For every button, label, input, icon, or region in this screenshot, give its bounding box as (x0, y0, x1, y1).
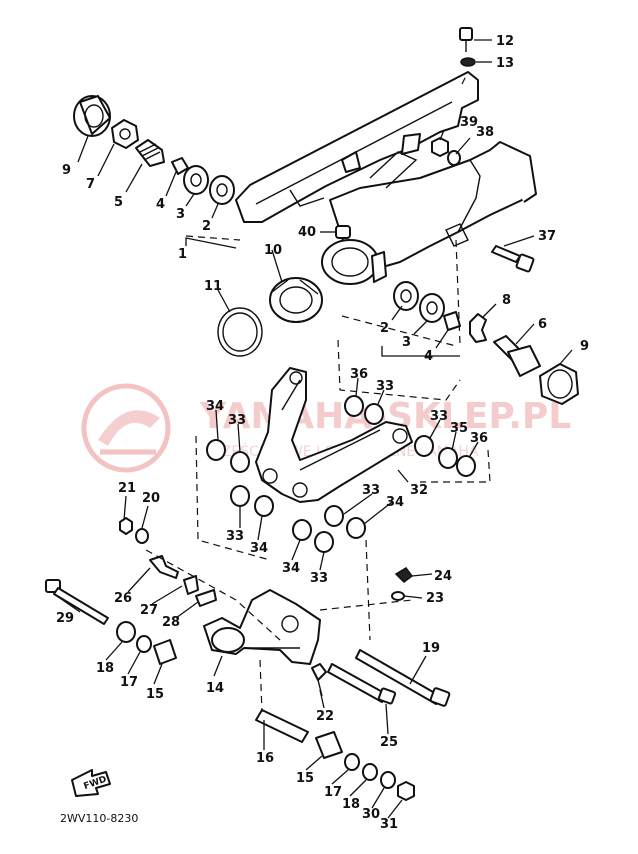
callout-33-low: 33 (310, 571, 328, 586)
shaft-16-stack (255, 709, 415, 801)
callout-37: 37 (538, 229, 556, 244)
small-fasteners (119, 517, 414, 607)
callout-18-right: 18 (342, 797, 360, 812)
callout-labels: 12 13 9 7 5 4 3 2 1 39 38 40 37 10 11 8 … (56, 34, 589, 832)
callout-36-right: 36 (470, 431, 488, 446)
callout-23: 23 (426, 591, 444, 606)
bolts-19-25 (327, 649, 451, 707)
callout-33-mid: 33 (362, 483, 380, 498)
callout-20: 20 (142, 491, 160, 506)
callout-39: 39 (460, 115, 478, 130)
callout-4-left: 4 (156, 197, 165, 212)
callout-34-mid: 34 (386, 495, 404, 510)
seal-10 (269, 277, 323, 323)
callout-33-lowleft: 33 (226, 529, 244, 544)
pivot-stack-right (393, 281, 579, 405)
callout-17-left: 17 (120, 675, 138, 690)
pivot-stack-left (73, 95, 235, 205)
assembly-guides (145, 75, 491, 713)
callout-6: 6 (538, 317, 547, 332)
callout-38: 38 (476, 125, 494, 140)
callout-29: 29 (56, 611, 74, 626)
callout-24: 24 (434, 569, 452, 584)
drawing-code: 2WV110-8230 (60, 812, 138, 825)
callout-5: 5 (114, 195, 123, 210)
callout-40: 40 (298, 225, 316, 240)
forward-arrow: FWD (71, 769, 111, 797)
callout-11: 11 (204, 279, 222, 294)
callout-28: 28 (162, 615, 180, 630)
callout-4-right: 4 (424, 349, 433, 364)
callout-33-left: 33 (228, 413, 246, 428)
callout-15-right: 15 (296, 771, 314, 786)
bolt-37 (491, 245, 535, 273)
callout-34-low: 34 (282, 561, 300, 576)
callout-19: 19 (422, 641, 440, 656)
callout-32: 32 (410, 483, 428, 498)
callout-21: 21 (118, 481, 136, 496)
collars-and-bushings (206, 395, 476, 553)
nipple-22 (311, 663, 327, 697)
callout-31: 31 (380, 817, 398, 832)
callout-16: 16 (256, 751, 274, 766)
callout-8: 8 (502, 293, 511, 308)
leader-lines (53, 39, 573, 819)
callout-18-left: 18 (96, 661, 114, 676)
callout-12: 12 (496, 34, 514, 49)
callout-7: 7 (86, 177, 95, 192)
callout-25: 25 (380, 735, 398, 750)
callout-17-right: 17 (324, 785, 342, 800)
callout-3-left: 3 (176, 207, 185, 222)
swing-arm (235, 71, 537, 285)
callout-22: 22 (316, 709, 334, 724)
callout-14: 14 (206, 681, 224, 696)
nut-39-washer-38 (431, 137, 461, 166)
callout-3-right: 3 (402, 335, 411, 350)
callout-33-right: 33 (430, 409, 448, 424)
connecting-rod-14 (203, 589, 321, 665)
callout-9-left: 9 (62, 163, 71, 178)
callout-34-left: 34 (206, 399, 224, 414)
callout-15-left: 15 (146, 687, 164, 702)
callout-35: 35 (450, 421, 468, 436)
callout-36-upper: 36 (350, 367, 368, 382)
callout-1: 1 (178, 247, 187, 262)
callout-9-right: 9 (580, 339, 589, 354)
relay-arm-32 (255, 367, 413, 503)
callout-30: 30 (362, 807, 380, 822)
callout-10: 10 (264, 243, 282, 258)
ring-11 (217, 307, 263, 357)
callout-26: 26 (114, 591, 132, 606)
callout-13: 13 (496, 56, 514, 71)
callout-2-left: 2 (202, 219, 211, 234)
fitting-40 (335, 225, 351, 239)
callout-2-right: 2 (380, 321, 389, 336)
bolt-12-washer-13 (459, 27, 476, 67)
bolt-29-stack (45, 579, 177, 665)
callout-33-upper: 33 (376, 379, 394, 394)
callout-34-lowleft: 34 (250, 541, 268, 556)
callout-27: 27 (140, 603, 158, 618)
